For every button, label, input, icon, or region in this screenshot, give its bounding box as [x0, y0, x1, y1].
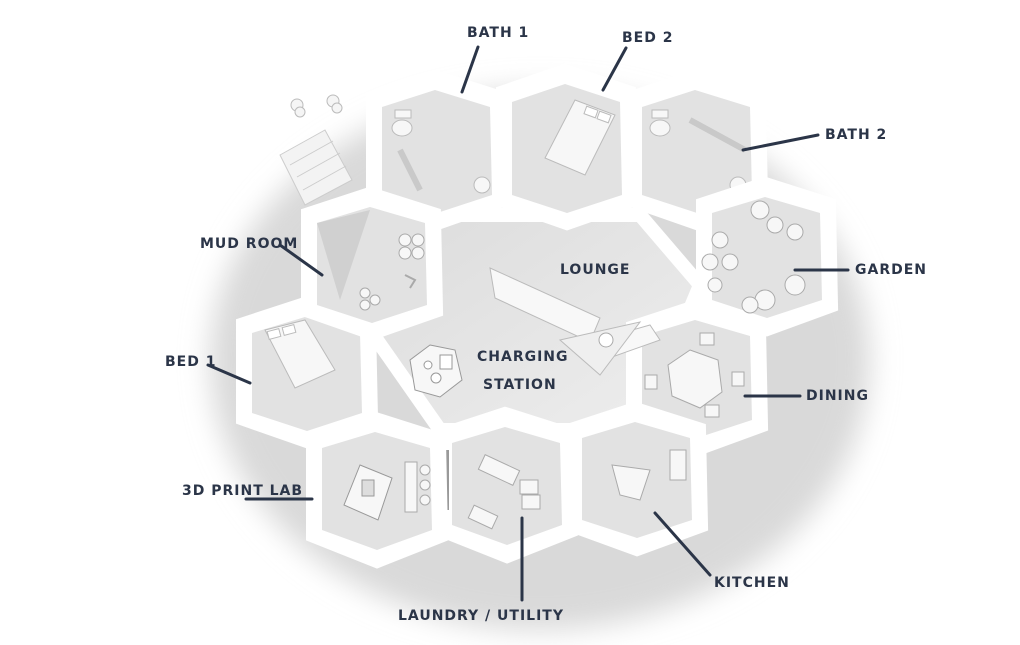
room-bed2	[496, 63, 639, 231]
lounge-sofa	[489, 267, 661, 376]
room-3d-print-lab	[306, 411, 449, 569]
label-3d-print-lab: 3D PRINT LAB	[182, 483, 304, 499]
label-lounge: LOUNGE	[560, 262, 631, 278]
label-bath1: BATH 1	[467, 25, 530, 41]
leader-lines	[206, 45, 850, 602]
washer-icon	[477, 454, 521, 486]
dining-table-icon	[667, 349, 723, 409]
leader-bath1	[460, 45, 480, 94]
label-bath2: BATH 2	[825, 127, 888, 143]
label-bed1: BED 1	[165, 354, 217, 370]
plant-icon	[701, 200, 806, 314]
label-charging-station-line2: STATION	[483, 377, 557, 393]
label-mud-room: MUD ROOM	[200, 236, 299, 252]
leader-bed1	[206, 363, 252, 385]
storage-icon	[359, 233, 425, 311]
kitchen-counter-icon	[611, 464, 651, 501]
entry-steps	[279, 129, 353, 206]
toilet-icon	[391, 119, 413, 137]
label-charging-station-line1: CHARGING	[477, 349, 569, 365]
3d-printer-icon	[343, 464, 393, 521]
bed-icon	[264, 319, 336, 389]
label-laundry: LAUNDRY / UTILITY	[398, 608, 564, 624]
label-dining: DINING	[806, 388, 869, 404]
label-garden: GARDEN	[855, 262, 928, 278]
leader-bath2	[741, 133, 820, 152]
label-kitchen: KITCHEN	[714, 575, 790, 591]
charging-station-icon	[409, 344, 463, 398]
leader-kitchen	[653, 511, 712, 577]
room-laundry	[436, 406, 579, 564]
label-bed2: BED 2	[622, 30, 674, 46]
leader-bed2	[601, 46, 628, 92]
room-mud-room	[301, 186, 444, 341]
room-bath2	[626, 69, 769, 231]
room-garden	[696, 176, 839, 337]
toilet-icon	[649, 119, 671, 137]
leader-mud-room	[278, 243, 324, 277]
exterior-objects	[290, 94, 343, 118]
room-kitchen	[566, 401, 709, 557]
